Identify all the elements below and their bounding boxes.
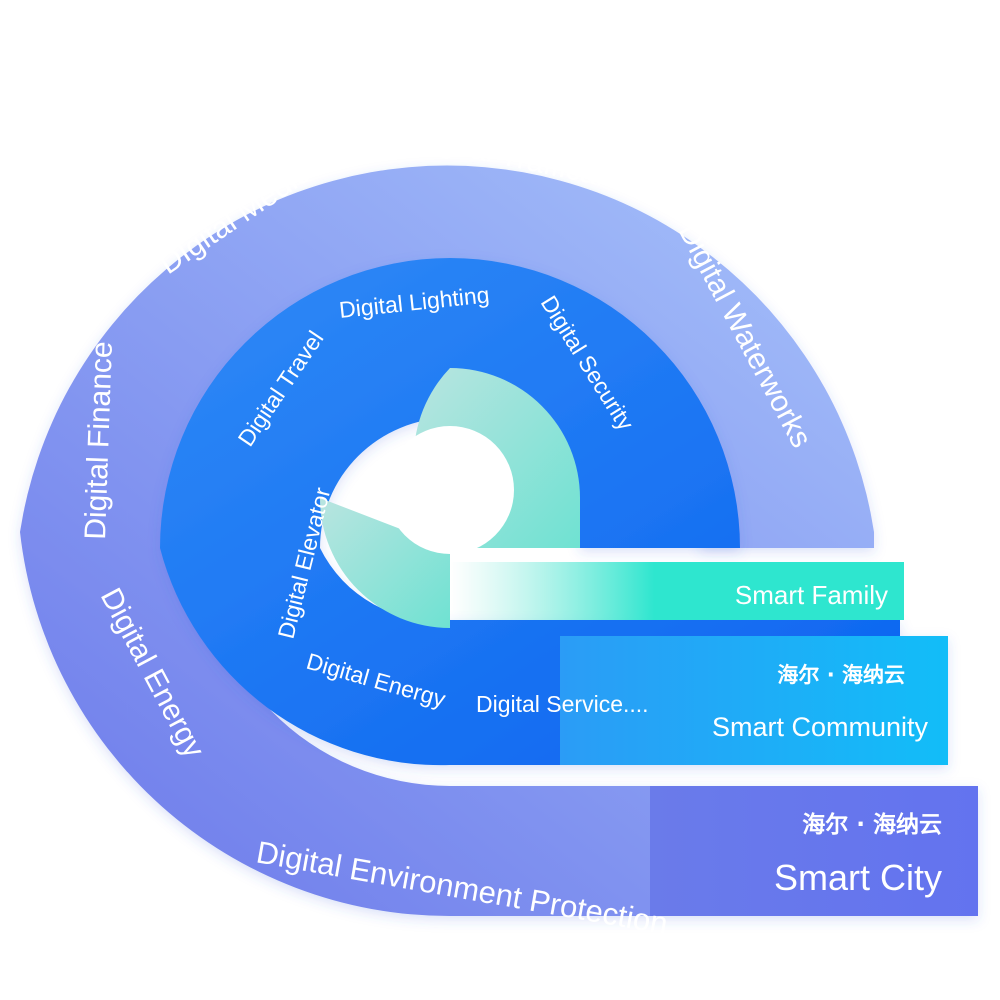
inner-ring-lower xyxy=(320,498,450,628)
smart-family-bar xyxy=(450,562,904,620)
smart-community-bar xyxy=(560,636,948,765)
smart-family-title: Smart Family xyxy=(735,580,888,610)
city-brand-logo: 海尔 · 海纳云 xyxy=(802,811,942,838)
smart-city-bar xyxy=(650,786,978,916)
center-hole xyxy=(386,426,514,554)
smart-community-title: Smart Community xyxy=(712,712,929,742)
community-brand-logo: 海尔 · 海纳云 xyxy=(777,663,905,687)
label-digital-service: Digital Service.... xyxy=(476,691,649,717)
smart-city-title: Smart City xyxy=(774,857,942,898)
label-digital-finance: Digital Finance xyxy=(79,341,119,540)
